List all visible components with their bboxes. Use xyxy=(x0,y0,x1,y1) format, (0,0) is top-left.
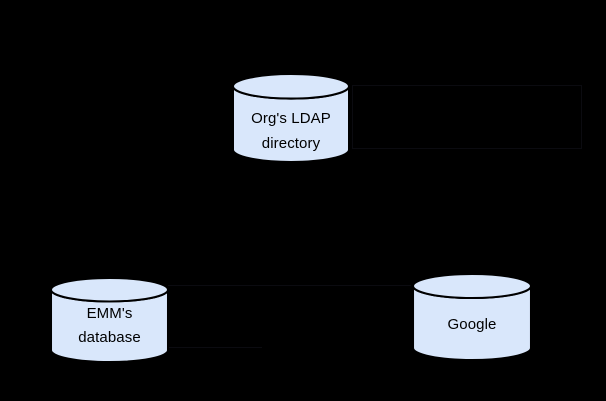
label-line: directory xyxy=(261,135,321,152)
database-cylinder-icon xyxy=(232,73,350,163)
node-emms-database: EMM's database xyxy=(50,277,169,363)
label-line: Org's LDAP xyxy=(251,110,331,127)
faint-connector-line-lower xyxy=(168,347,262,348)
database-cylinder-icon xyxy=(50,277,169,363)
node-google: Google xyxy=(412,273,532,361)
faint-connector-line-upper xyxy=(168,285,411,286)
node-label-emms-database: EMM's database xyxy=(50,302,169,350)
label-line: Google xyxy=(447,316,497,333)
cylinder-lid xyxy=(412,273,532,299)
node-label-orgs-ldap-directory: Org's LDAP directory xyxy=(232,106,350,156)
database-cylinder-icon xyxy=(412,273,532,361)
faint-rectangle xyxy=(352,85,582,149)
label-line: database xyxy=(78,329,141,346)
cylinder-lid xyxy=(232,73,350,100)
node-label-google: Google xyxy=(412,313,532,337)
label-line: EMM's xyxy=(86,305,133,322)
node-orgs-ldap-directory: Org's LDAP directory xyxy=(232,73,350,163)
cylinder-lid xyxy=(50,277,169,303)
